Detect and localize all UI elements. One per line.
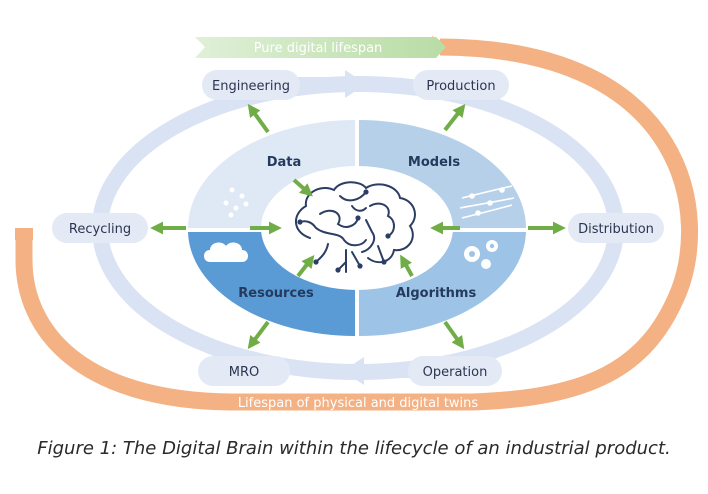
flow-arrows bbox=[150, 103, 566, 350]
central-ellipse bbox=[188, 120, 526, 336]
cloud-icon bbox=[204, 242, 248, 262]
stage-mro: MRO bbox=[198, 356, 290, 386]
stage-recycling: Recycling bbox=[52, 213, 148, 243]
quadrant-algorithms-label: Algorithms bbox=[396, 286, 477, 301]
arrow-algorithms-to-brain bbox=[400, 254, 414, 277]
digital-brain-diagram: Engineering Production Distribution Oper… bbox=[15, 36, 699, 411]
stage-engineering: Engineering bbox=[202, 70, 300, 100]
orange-band-left-end bbox=[15, 228, 33, 240]
physical-digital-lifespan-band bbox=[15, 38, 699, 411]
arrow-algorithms-to-operation bbox=[443, 320, 465, 350]
models-chart-icon bbox=[459, 185, 515, 219]
stage-recycling-label: Recycling bbox=[69, 222, 131, 237]
stage-distribution-label: Distribution bbox=[578, 222, 654, 237]
quadrant-data-label: Data bbox=[267, 155, 302, 170]
arrow-data-to-brain bbox=[292, 178, 313, 197]
stage-production: Production bbox=[413, 70, 509, 100]
stage-production-label: Production bbox=[426, 79, 495, 94]
quadrant-models-label: Models bbox=[408, 155, 460, 170]
stage-engineering-label: Engineering bbox=[212, 79, 290, 94]
data-dots-icon bbox=[223, 187, 249, 218]
figure-caption: Figure 1: The Digital Brain within the l… bbox=[37, 438, 671, 459]
arrow-models-to-production bbox=[443, 103, 466, 132]
arrow-resources-up-to-brain bbox=[296, 254, 315, 278]
stage-operation: Operation bbox=[408, 356, 502, 386]
pure-digital-lifespan-band bbox=[195, 37, 446, 58]
gears-icon bbox=[464, 240, 498, 269]
arrow-resources-to-mro bbox=[247, 320, 270, 350]
ring-arrow-engineering-to-production bbox=[296, 70, 366, 98]
physical-digital-lifespan-label: Lifespan of physical and digital twins bbox=[238, 396, 479, 411]
brain-nodes bbox=[297, 189, 391, 273]
stage-distribution: Distribution bbox=[568, 213, 664, 243]
arrow-data-to-engineering bbox=[247, 103, 270, 134]
quadrant-resources-label: Resources bbox=[238, 286, 314, 301]
pure-digital-lifespan-label: Pure digital lifespan bbox=[254, 41, 383, 56]
ring-arrow-operation-to-mro bbox=[343, 357, 410, 385]
brain-area bbox=[261, 166, 453, 290]
stage-mro-label: MRO bbox=[229, 365, 259, 380]
stage-operation-label: Operation bbox=[423, 365, 488, 380]
